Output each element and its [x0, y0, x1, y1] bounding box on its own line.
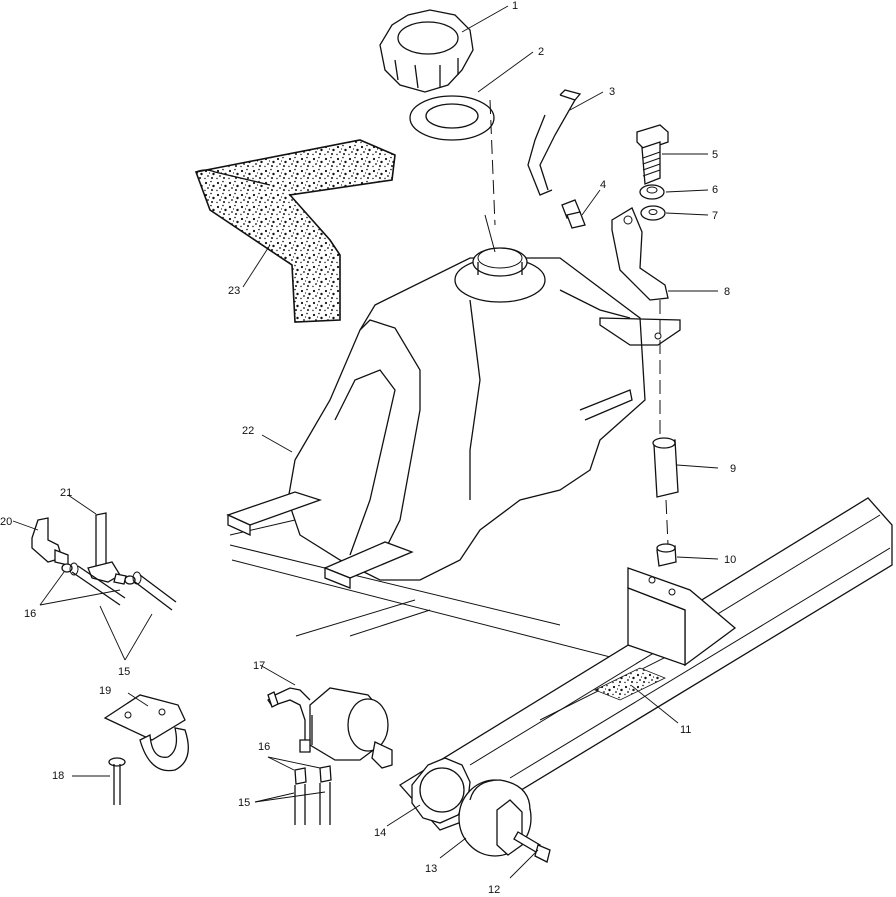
callout-13: 13	[425, 863, 437, 875]
callout-3: 3	[609, 86, 615, 98]
callout-19: 19	[99, 685, 111, 697]
elbow-fitting	[31, 517, 69, 566]
callout-6: 6	[712, 184, 718, 196]
tee-fitting	[87, 512, 127, 585]
valve-mount-bracket	[103, 694, 189, 772]
center-line	[489, 99, 669, 546]
callout-4: 4	[600, 179, 606, 191]
callout-20: 20	[0, 516, 12, 528]
frame-main-beam	[398, 497, 893, 831]
foam-pad	[194, 139, 396, 323]
hoses-left	[69, 562, 177, 611]
fuel-valve	[267, 687, 393, 769]
vent-fitting	[561, 199, 586, 229]
vent-hose	[527, 89, 582, 196]
cap-gasket	[409, 95, 495, 141]
callout-15a: 15	[238, 797, 250, 809]
leader-lines	[12, 5, 719, 879]
vent-tube-wire	[484, 214, 496, 253]
callout-1: 1	[512, 0, 518, 12]
callout-23: 23	[228, 285, 240, 297]
frame-bracket-plate	[627, 567, 737, 667]
bolt	[636, 124, 669, 185]
spacer	[652, 437, 679, 498]
tank-bracket	[599, 207, 681, 346]
valve-hoses	[294, 782, 331, 825]
callout-16b: 16	[24, 608, 36, 620]
tank-rubber-pads	[226, 491, 414, 589]
fuel-cap	[379, 9, 474, 93]
callout-18: 18	[52, 770, 64, 782]
callout-11: 11	[680, 724, 691, 736]
callout-8: 8	[724, 286, 730, 298]
callout-14: 14	[374, 827, 386, 839]
callout-17: 17	[253, 660, 265, 672]
callout-7: 7	[712, 210, 718, 222]
callout-10: 10	[724, 554, 736, 566]
callout-12: 12	[488, 884, 500, 896]
fuel-tank	[287, 247, 646, 581]
valve-clamps	[294, 765, 332, 785]
rivet	[108, 757, 126, 805]
callout-16a: 16	[258, 741, 270, 753]
callout-2: 2	[538, 46, 544, 58]
nut	[639, 184, 665, 200]
callout-21: 21	[60, 487, 72, 499]
callout-labels: 1 2 3 4 5 6 7 8 9 10 11 12 13 14 15 15 1…	[0, 0, 736, 896]
callout-9: 9	[730, 463, 736, 475]
washer	[640, 205, 666, 221]
frame-plug	[458, 779, 532, 857]
decal-label	[594, 667, 666, 701]
callout-22: 22	[242, 425, 254, 437]
bushing	[656, 543, 677, 567]
frame-cap	[411, 757, 471, 824]
callout-5: 5	[712, 149, 718, 161]
callout-15b: 15	[118, 666, 130, 678]
